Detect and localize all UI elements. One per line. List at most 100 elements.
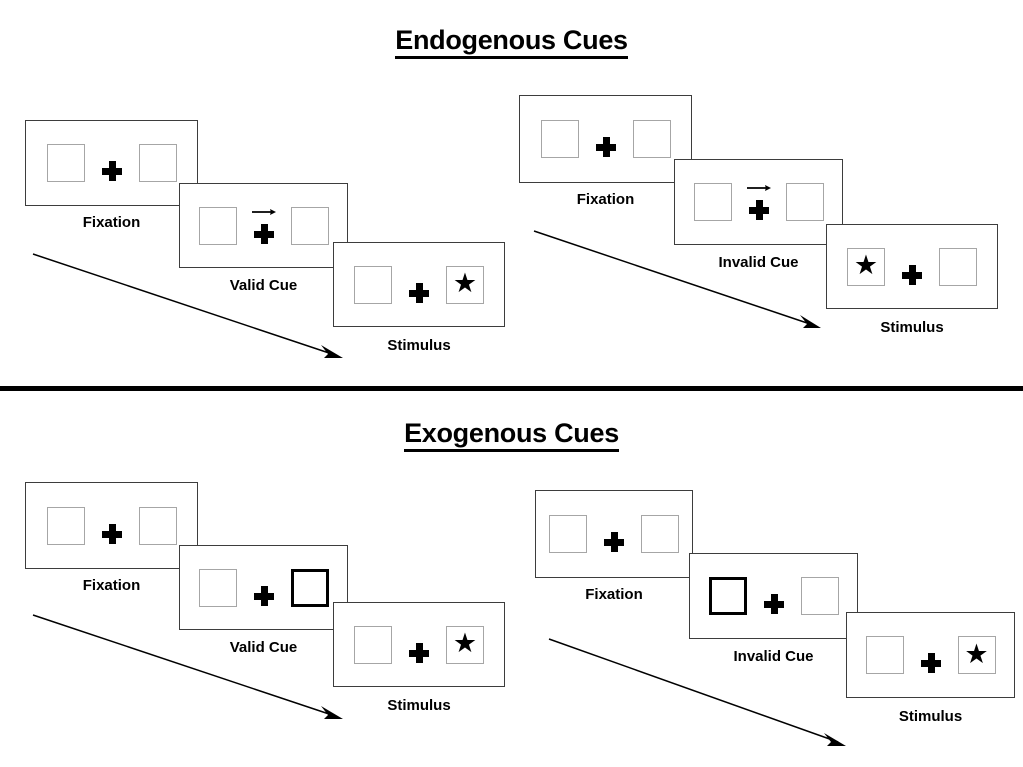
placeholder-box-right [138,506,177,545]
center-cue-stack [251,207,277,245]
center-cue-stack [601,515,627,553]
center-cue-stack [746,183,772,221]
cue-box-left-highlighted [708,577,747,615]
panel-content [26,121,197,205]
placeholder-box-right: ★ [957,636,996,674]
placeholder-box-left [354,625,392,664]
panel-endogenous-valid-stimulus[interactable]: ★ [333,242,505,327]
section-divider [0,386,1023,391]
panel-content [520,96,691,182]
panel-label-endogenous-valid-fixation: Fixation [82,214,141,231]
section-title-endogenous: Endogenous Cues [0,25,1023,59]
placeholder-box-left: ★ [847,247,885,286]
fixation-cross-icon [253,223,274,244]
placeholder-box-left [540,120,579,158]
panel-exogenous-valid-stimulus[interactable]: ★ [333,602,505,687]
section-title-endogenous-text: Endogenous Cues [395,25,628,59]
center-cue-stack [406,266,432,304]
placeholder-box-left [46,506,85,545]
panel-content: ★ [847,613,1014,697]
fixation-cross-icon [604,532,624,552]
fixation-cross-icon [101,161,122,181]
panel-label-exogenous-invalid-cue: Invalid Cue [733,648,814,665]
star-icon: ★ [452,268,478,298]
center-cue-stack [99,507,125,545]
panel-exogenous-valid-fixation[interactable] [25,482,198,569]
panel-endogenous-invalid-fixation[interactable] [519,95,692,183]
center-cue-stack [761,577,787,615]
panel-endogenous-invalid-cue[interactable] [674,159,843,245]
panel-content: ★ [827,225,997,308]
panel-label-exogenous-valid-fixation: Fixation [82,577,141,594]
placeholder-box-right [785,183,824,221]
star-icon: ★ [452,628,478,658]
placeholder-box-right [939,247,977,286]
center-cue-stack [251,569,277,607]
panel-content [536,491,692,577]
fixation-cross-icon [409,642,429,663]
placeholder-box-right: ★ [446,265,484,304]
placeholder-box-left [354,265,392,304]
panel-content: ★ [334,603,504,686]
center-cue-stack [918,636,944,674]
center-cue-stack [899,248,925,286]
section-endogenous: Endogenous Cues Fixation [0,25,1023,358]
placeholder-box-right [138,144,177,182]
placeholder-box-left [549,515,587,553]
fixation-cross-icon [748,200,769,220]
section-exogenous: Exogenous Cues Fixation Vali [0,394,1023,767]
panel-label-endogenous-valid-cue: Valid Cue [229,277,298,294]
panel-content [26,483,197,568]
panel-label-exogenous-invalid-fixation: Fixation [585,586,643,603]
panel-label-endogenous-valid-stimulus: Stimulus [387,337,451,354]
panel-exogenous-invalid-fixation[interactable] [535,490,693,578]
panel-label-exogenous-valid-stimulus: Stimulus [387,697,451,714]
fixation-cross-icon [409,282,429,303]
panel-label-endogenous-invalid-cue: Invalid Cue [718,254,799,271]
fixation-cross-icon [902,264,922,285]
star-icon: ★ [853,250,879,280]
time-arrow-exogenous-invalid [548,638,846,746]
placeholder-box-right [800,577,839,615]
placeholder-box-left [693,183,732,221]
panel-endogenous-valid-fixation[interactable] [25,120,198,206]
section-title-exogenous: Exogenous Cues [0,418,1023,452]
fixation-cross-icon [763,594,784,614]
panel-content [675,160,842,244]
cue-box-right-highlighted [290,568,329,607]
fixation-cross-icon [253,585,274,606]
panel-label-endogenous-invalid-fixation: Fixation [576,191,635,208]
placeholder-box-left [46,144,85,182]
panel-label-exogenous-valid-cue: Valid Cue [229,639,298,656]
placeholder-box-right [290,206,329,245]
center-cue-stack [99,144,125,182]
placeholder-box-left [198,568,237,607]
panel-exogenous-invalid-cue[interactable] [689,553,858,639]
arrow-right-icon [251,208,276,215]
panel-exogenous-invalid-stimulus[interactable]: ★ [846,612,1015,698]
panel-endogenous-valid-cue[interactable] [179,183,348,268]
panel-label-exogenous-invalid-stimulus: Stimulus [898,708,963,725]
placeholder-box-right [641,515,679,553]
panel-exogenous-valid-cue[interactable] [179,545,348,630]
placeholder-box-left [865,636,904,674]
panel-content [690,554,857,638]
time-arrow-endogenous-valid [32,253,343,358]
placeholder-box-left [198,206,237,245]
fixation-cross-icon [595,137,616,157]
center-cue-stack [406,626,432,664]
time-arrow-exogenous-valid [32,614,343,719]
panel-endogenous-invalid-stimulus[interactable]: ★ [826,224,998,309]
section-title-exogenous-text: Exogenous Cues [404,418,619,452]
panel-content [180,184,347,267]
center-cue-stack [593,120,619,158]
fixation-cross-icon [101,523,122,544]
time-arrow-endogenous-invalid [533,230,821,328]
placeholder-box-right: ★ [446,625,484,664]
star-icon: ★ [964,638,989,669]
arrow-right-icon [746,185,771,191]
fixation-cross-icon [920,653,941,673]
panel-content [180,546,347,629]
panel-content: ★ [334,243,504,326]
placeholder-box-right [632,120,671,158]
